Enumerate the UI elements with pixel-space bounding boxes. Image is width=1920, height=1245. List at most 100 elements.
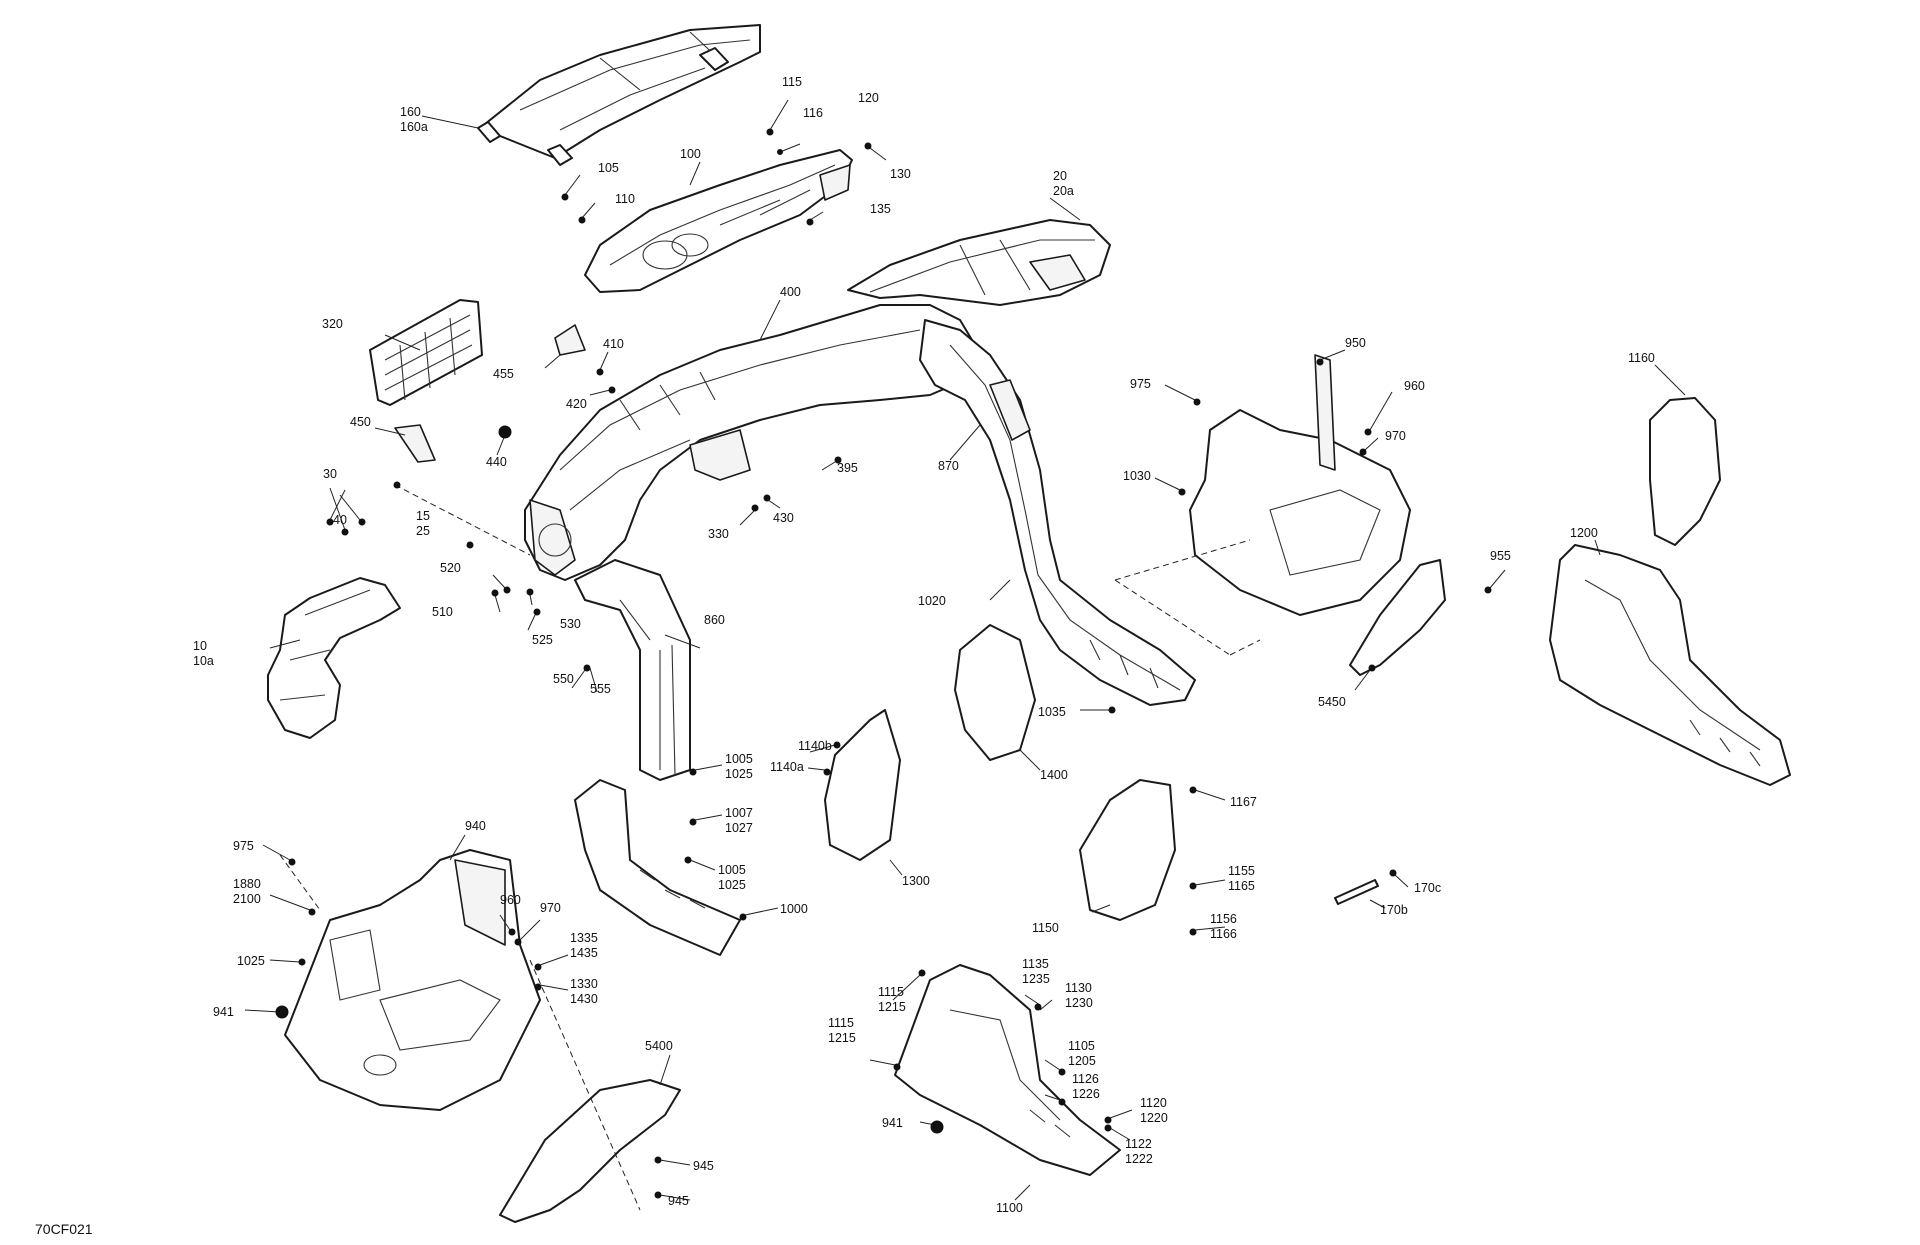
label-455: 455 — [493, 367, 514, 381]
part-hood-20 — [847, 219, 1111, 306]
label-970a: 970 — [1385, 429, 1406, 443]
label-395: 395 — [837, 461, 858, 475]
label-1167: 1167 — [1230, 795, 1257, 809]
part-column-860 — [574, 559, 691, 781]
part-grille-320 — [369, 299, 483, 406]
part-panel-1300 — [824, 709, 901, 861]
label-330: 330 — [708, 527, 729, 541]
label-941b: 941 — [882, 1116, 903, 1130]
label-860: 860 — [704, 613, 725, 627]
label-975a: 975 — [1130, 377, 1151, 391]
label-1030: 1030 — [1123, 469, 1151, 483]
label-960b: 960 — [500, 893, 521, 907]
label-320: 320 — [322, 317, 343, 331]
part-fender-10 — [267, 577, 401, 739]
label-940: 940 — [465, 819, 486, 833]
label-410: 410 — [603, 337, 624, 351]
label-1100: 1100 — [996, 1201, 1023, 1215]
part-plate-450 — [394, 424, 436, 463]
label-1020: 1020 — [918, 594, 946, 608]
part-panel-1150 — [1079, 779, 1176, 921]
part-rod-170b — [1334, 879, 1379, 905]
label-115: 115 — [782, 75, 802, 89]
label-960a: 960 — [1404, 379, 1425, 393]
assembly-dashed-lines — [279, 484, 1261, 1211]
label-100: 100 — [680, 147, 701, 161]
part-sill-1200 — [1549, 544, 1791, 786]
part-dash-panel-100 — [584, 149, 853, 293]
label-870: 870 — [938, 459, 959, 473]
part-front-frame-400 — [524, 304, 976, 581]
part-floor-panel-950 — [1189, 354, 1411, 616]
label-5400: 5400 — [645, 1039, 673, 1053]
label-130: 130 — [890, 167, 911, 181]
label-430: 430 — [773, 511, 794, 525]
part-top-cover-160 — [477, 24, 761, 166]
label-420: 420 — [566, 397, 587, 411]
label-510: 510 — [432, 605, 453, 619]
label-520: 520 — [440, 561, 461, 575]
label-105: 105 — [598, 161, 619, 175]
part-sill-1000 — [574, 779, 741, 956]
part-side-frame-1020 — [919, 319, 1196, 706]
label-400: 400 — [780, 285, 801, 299]
label-1300: 1300 — [902, 874, 930, 888]
label-945b: 945 — [668, 1194, 689, 1208]
label-1140a: 1140a — [770, 760, 804, 774]
label-950: 950 — [1345, 336, 1366, 350]
label-1035: 1035 — [1038, 705, 1066, 719]
label-170b: 170b — [1380, 903, 1408, 917]
label-1160: 1160 — [1628, 351, 1655, 365]
part-plate-455 — [554, 324, 586, 356]
label-530: 530 — [560, 617, 581, 631]
fasteners — [275, 128, 1492, 1199]
label-1025: 1025 — [237, 954, 265, 968]
label-1140b: 1140b — [798, 739, 832, 753]
label-955: 955 — [1490, 549, 1511, 563]
diagram-code: 70CF021 — [35, 1221, 93, 1237]
label-135: 135 — [870, 202, 891, 216]
part-shield-5450 — [1349, 559, 1446, 676]
part-sill-1100 — [894, 964, 1121, 1176]
label-1150: 1150 — [1032, 921, 1059, 935]
label-5450: 5450 — [1318, 695, 1346, 709]
label-1000: 1000 — [780, 902, 808, 916]
label-525: 525 — [532, 633, 553, 647]
label-1400: 1400 — [1040, 768, 1068, 782]
label-555: 555 — [590, 682, 611, 696]
label-30: 30 — [323, 467, 337, 481]
label-120: 120 — [858, 91, 879, 105]
label-450: 450 — [350, 415, 371, 429]
part-floor-panel-940 — [284, 849, 541, 1111]
label-116: 116 — [803, 106, 823, 120]
label-110: 110 — [615, 192, 635, 206]
label-941a: 941 — [213, 1005, 234, 1019]
label-975b: 975 — [233, 839, 254, 853]
part-shield-5400 — [499, 1079, 681, 1223]
label-550: 550 — [553, 672, 574, 686]
label-970b: 970 — [540, 901, 561, 915]
label-1200: 1200 — [1570, 526, 1598, 540]
label-170c: 170c — [1414, 881, 1441, 895]
part-panel-1160 — [1649, 397, 1721, 546]
